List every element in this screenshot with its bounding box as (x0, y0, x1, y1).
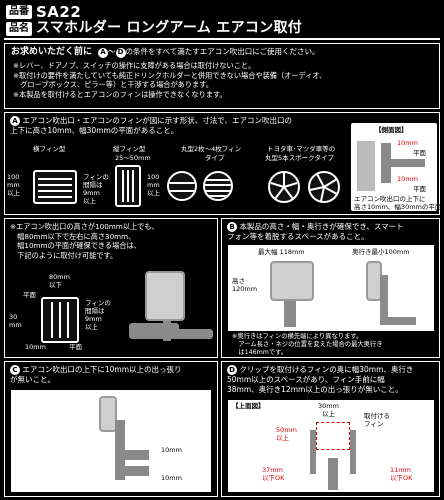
product-name-tag: 品名 (6, 21, 32, 36)
vent-note-panel: ※エアコン吹出口の高さが100mm以上でも、 幅80mm以下で左右に高さ30mm… (4, 218, 218, 358)
notice-line: ※本製品を取付けるとエアコンのフィンは操作できなくなります。 (13, 89, 227, 99)
type-round-sub: タイプ (205, 154, 225, 162)
dim-10: 10mm (25, 343, 46, 351)
section-b: B 本製品の高さ・幅・奥行きが確保でき、スマート フォン等を着脱するスペースがあ… (221, 218, 440, 358)
side-caption-1: エアコン吹出口の上下に (354, 195, 426, 203)
phone-side-c (99, 396, 117, 432)
product-name-row: 品名 スマホルダー ロングアーム エアコン取付 (6, 20, 302, 38)
c-dim-bottom: 10mm (161, 474, 182, 482)
wide-vent (41, 297, 79, 343)
vent-note-lines: ※エアコン吹出口の高さが100mm以上でも、 幅80mm以下で左右に高さ30mm… (10, 222, 159, 260)
phone-illustration (145, 271, 185, 321)
d-30-sub: 以上 (322, 410, 335, 418)
plane-bottom-label: 平面 (69, 343, 82, 351)
horizontal-fin-vent (33, 170, 77, 204)
type-vertical-range: 25〜50mm (115, 154, 151, 162)
side-dim-bottom: 10mm (397, 175, 418, 183)
fin-label: 取付けるフィン (364, 412, 390, 428)
plane-top-label: 平面 (23, 291, 36, 299)
section-a-text: A エアコン吹出口・エアコンのフィンが図に示す形状、寸法で、エアコン吹出口の 上… (10, 116, 292, 135)
dim-80-sub: 以下 (49, 281, 62, 289)
type-toyota-sub: 丸型5本スポークタイプ (265, 154, 334, 162)
top-view-title: 【上面図】 (232, 402, 265, 410)
section-b-notes: ※奥行きはフィンの横先端により異なります。 アーム長さ・ネジの位置を変えた場合の… (232, 333, 383, 357)
section-d: D クリップを取付けるフィンの奥に幅30mm、奥行き 50mm以上のスペースがあ… (221, 361, 440, 497)
header-divider (4, 38, 440, 40)
depth-label: 奥行き最小100mm (352, 248, 410, 256)
type-round-label: 丸型2枚〜4枚フィン (181, 145, 242, 153)
spoke-vent-2 (308, 171, 340, 203)
section-d-badge: D (227, 365, 237, 375)
vent-note-line: 幅80mm以下で左右に高さ30mm、 (10, 231, 136, 241)
dashboard-shape (357, 141, 375, 191)
notice-lines: ※レバー、ドアノブ、スイッチの操作に支障がある場合は取付けないこと。 ※取付けの… (13, 61, 433, 99)
section-c-badge: C (10, 365, 20, 375)
notice-line: ※取付けの要件を満たしていても純正ドリンクホルダーと併用できない場合や装備（オー… (13, 70, 327, 80)
section-a-badge: A (10, 116, 20, 126)
section-c-text: C エアコン吹出口の上下に10mm以上の出っ張り が無いこと。 (10, 365, 182, 384)
notice-title: お求めいただく前に (11, 47, 93, 57)
section-b-note: アーム長さ・ネジの位置を変えた場合の最大奥行き (232, 341, 383, 348)
width-label: 最大幅 118mm (258, 248, 305, 256)
section-c: C エアコン吹出口の上下に10mm以上の出っ張り が無いこと。 10mm 10m… (4, 361, 218, 497)
vent-note-line: 幅10mmの平面が確保できる場合は、 (10, 241, 141, 250)
type-toyota-label: トヨタ車･マツダ車等の (267, 145, 336, 153)
round-vent-2fin (167, 171, 197, 201)
side-dim-top: 10mm (397, 139, 418, 147)
notice-line: ※レバー、ドアノブ、スイッチの操作に支障がある場合は取付けないこと。 (13, 61, 256, 70)
product-number-row: 品番 SA22 (6, 3, 81, 22)
section-b-note: は146mmです。 (232, 349, 288, 356)
section-b-badge: B (227, 222, 237, 232)
type-horizontal-label: 横フィン型 (33, 145, 66, 153)
side-view-panel: 【側面図】 10mm 10mm 平面 平面 エアコン吹出口の上下に 高さ10mm… (351, 123, 441, 211)
product-number-tag: 品番 (6, 5, 32, 20)
condition-end-badge: D (115, 47, 126, 58)
vertical-fin-vent (115, 165, 141, 207)
dim-80: 80mm (49, 273, 70, 281)
side-plane-top: 平面 (413, 149, 426, 157)
c-dim-top: 10mm (161, 446, 182, 454)
section-a: A エアコン吹出口・エアコンのフィンが図に示す形状、寸法で、エアコン吹出口の 上… (4, 112, 441, 215)
phone-front (270, 261, 314, 301)
section-b-text: B 本製品の高さ・幅・奥行きが確保でき、スマート フォン等を着脱するスペースがあ… (227, 222, 404, 241)
notice-line: グローブボックス、ピラー等）と干渉する場合があります。 (13, 80, 213, 89)
condition-start-badge: A (98, 47, 109, 58)
section-b-note: ※奥行きはフィンの横先端により異なります。 (232, 333, 363, 340)
side-caption-2: 高さ10mm、幅30mmの平面 (354, 203, 442, 211)
product-number: SA22 (36, 3, 82, 21)
round-vent-4fin (203, 171, 233, 201)
section-c-diagram: 10mm 10mm (11, 390, 211, 492)
d-space-box (316, 422, 350, 450)
side-view-title: 【側面図】 (375, 126, 408, 134)
type-vertical-label: 縦フィン型 (113, 145, 146, 153)
vent-note-line: 下記のように取付け可能です。 (10, 250, 118, 260)
product-name: スマホルダー ロングアーム エアコン取付 (36, 20, 303, 36)
d-30: 30mm (318, 402, 339, 410)
vent-note-line: ※エアコン吹出口の高さが100mm以上でも、 (10, 222, 159, 231)
section-d-text: D クリップを取付けるフィンの奥に幅30mm、奥行き 50mm以上のスペースがあ… (227, 365, 414, 394)
side-plane-bottom: 平面 (413, 185, 426, 193)
spoke-vent-1 (268, 171, 300, 203)
